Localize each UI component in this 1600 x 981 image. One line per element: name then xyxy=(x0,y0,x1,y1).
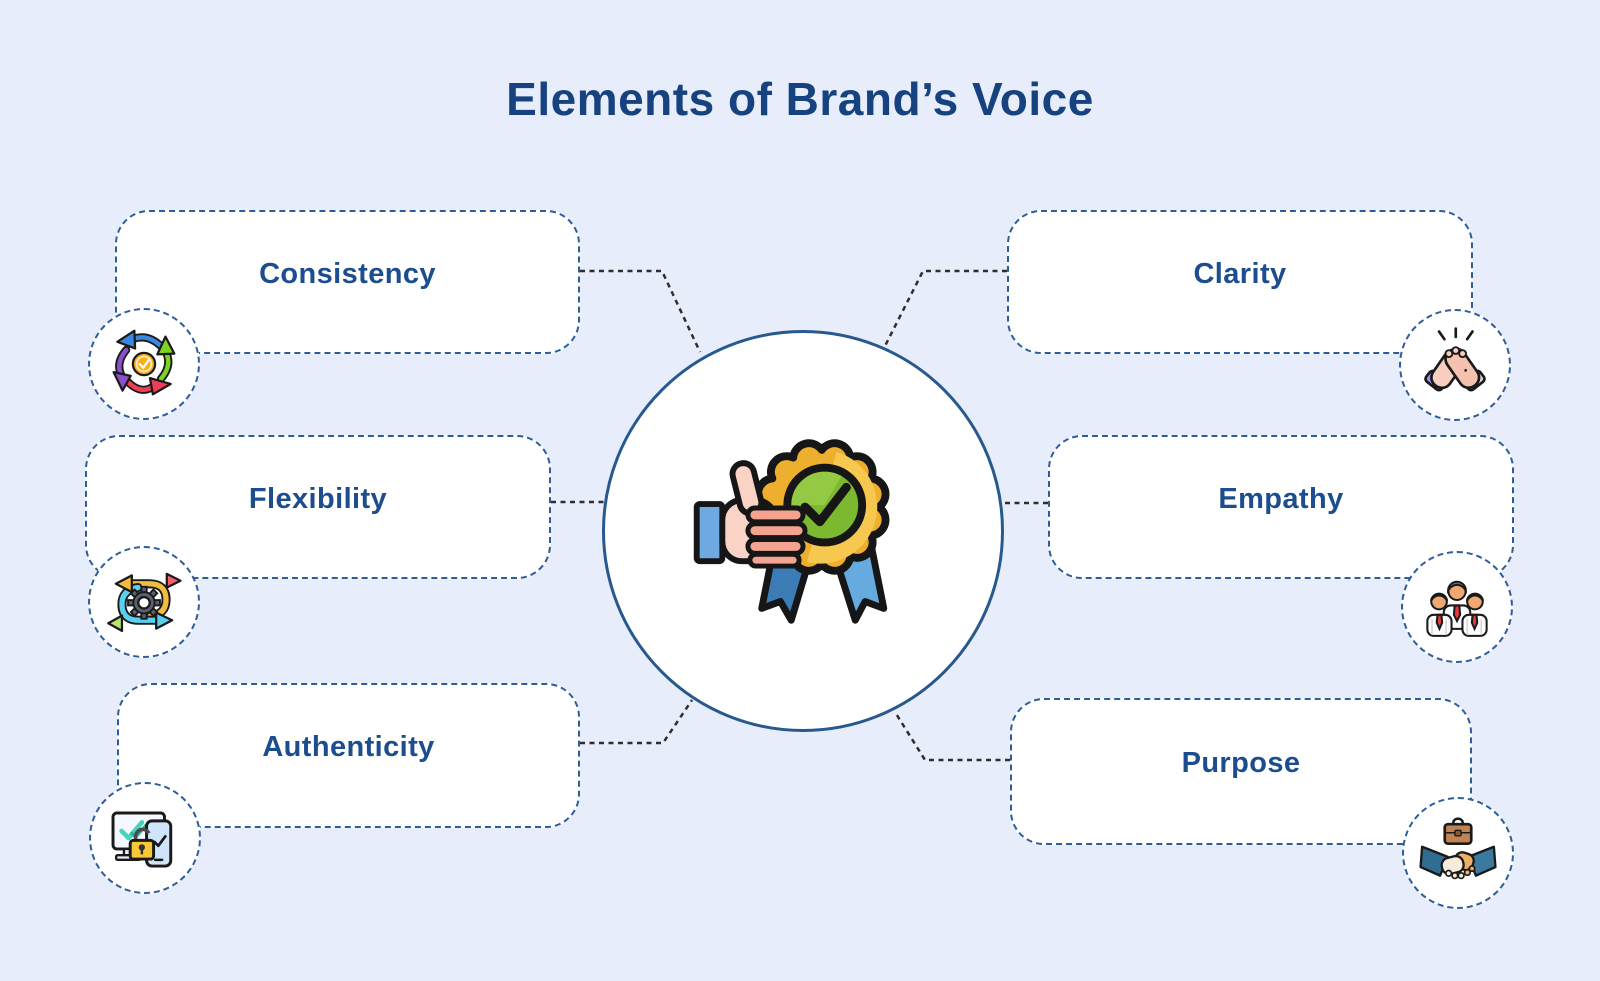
empathy-icon-circle xyxy=(1401,551,1513,663)
node-authenticity: Authenticity xyxy=(117,683,580,828)
high-five-icon xyxy=(1424,327,1486,392)
purpose-icon-circle xyxy=(1402,797,1514,909)
clarity-icon-circle xyxy=(1399,309,1511,421)
node-label: Empathy xyxy=(1218,482,1344,515)
handshake-briefcase-icon xyxy=(1419,817,1497,880)
node-label: Clarity xyxy=(1193,257,1287,290)
center-circle xyxy=(602,330,1004,732)
thumbs-up-award-badge-icon xyxy=(693,439,890,624)
page-title: Elements of Brand’s Voice xyxy=(506,73,1094,125)
device-verification-icon xyxy=(111,811,173,868)
consistency-icon-circle xyxy=(88,308,200,420)
team-icon xyxy=(1426,580,1488,637)
node-purpose: Purpose xyxy=(1010,698,1472,845)
authenticity-icon-circle xyxy=(89,782,201,894)
node-label: Purpose xyxy=(1181,747,1301,779)
connector-purpose xyxy=(893,711,1010,762)
connector-authenticity xyxy=(580,699,694,745)
node-clarity: Clarity xyxy=(1007,210,1473,354)
cycle-arrows-icon xyxy=(112,329,176,396)
node-label: Flexibility xyxy=(248,482,388,515)
connector-clarity xyxy=(883,269,1007,347)
node-label: Consistency xyxy=(259,257,436,290)
node-consistency: Consistency xyxy=(115,210,580,354)
agile-gear-icon xyxy=(107,572,182,633)
connector-consistency xyxy=(580,269,702,353)
node-label: Authenticity xyxy=(262,731,435,763)
flexibility-icon-circle xyxy=(88,546,200,658)
